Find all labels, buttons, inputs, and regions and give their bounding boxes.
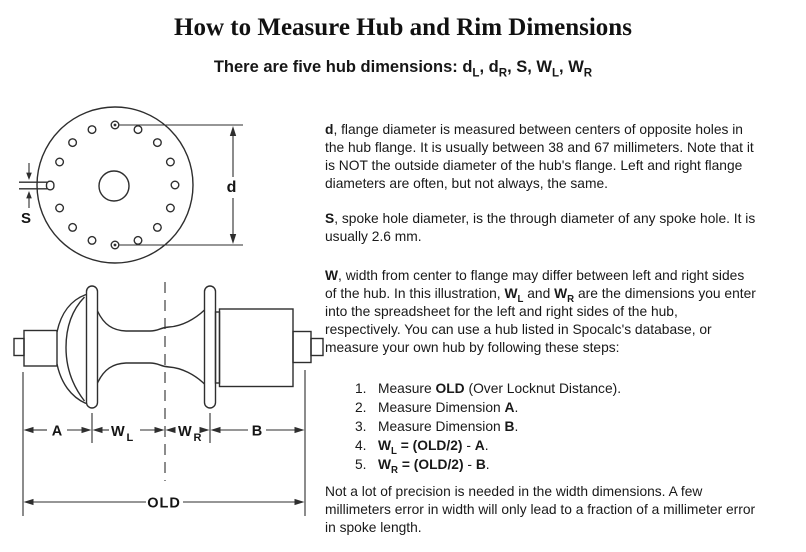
label-wr: W	[178, 424, 192, 440]
paragraph-width: W, width from center to flange may diffe…	[325, 268, 756, 355]
step-number: 2.	[355, 400, 367, 415]
label-b: B	[252, 424, 262, 440]
page-subtitle: There are five hub dimensions: dL, dR, S…	[213, 58, 593, 80]
list-item: 5. WR = (OLD/2) - B.	[325, 455, 803, 476]
label-a: A	[52, 424, 63, 440]
paragraph-precision-note: Not a lot of precision is needed in the …	[325, 484, 756, 535]
dimension-line-a-wl-wr-b: A W L W R B	[23, 424, 305, 444]
measurement-steps-list: 1. Measure OLD (Over Locknut Distance). …	[325, 379, 803, 476]
list-item: 2. Measure Dimension A.	[325, 398, 803, 417]
hub-side-view-diagram: A W L W R B OLD	[13, 282, 324, 516]
freehub-body	[214, 308, 294, 388]
step-number: 1.	[355, 381, 367, 396]
hub-axle-and-locknuts	[13, 329, 324, 367]
label-old: OLD	[147, 496, 181, 512]
flange-outline	[36, 106, 194, 264]
axle-hole	[98, 170, 130, 202]
dimension-s: S	[21, 163, 32, 227]
label-d: d	[227, 179, 237, 196]
step-text: Measure Dimension A.	[378, 400, 519, 415]
step-text: WR = (OLD/2) - B.	[378, 457, 490, 476]
spoke-hole-section	[19, 180, 55, 191]
label-wl-sub: L	[127, 432, 134, 444]
hub-shell	[56, 293, 205, 405]
step-number: 3.	[355, 419, 367, 434]
spoke-holes	[55, 120, 180, 250]
label-s: S	[21, 210, 31, 227]
step-text: Measure Dimension B.	[378, 419, 519, 434]
step-number: 5.	[355, 457, 367, 472]
step-text: WL = (OLD/2) - A.	[378, 438, 489, 457]
page-title: How to Measure Hub and Rim Dimensions	[174, 14, 632, 41]
text-column: d, flange diameter is measured between c…	[325, 121, 803, 537]
label-wr-sub: R	[194, 432, 202, 444]
step-text: Measure OLD (Over Locknut Distance).	[378, 381, 622, 396]
paragraph-spoke-hole-diameter: S, spoke hole diameter, is the through d…	[325, 211, 756, 244]
list-item: 1. Measure OLD (Over Locknut Distance).	[325, 379, 803, 398]
hub-flanges	[85, 285, 217, 409]
paragraph-flange-diameter: d, flange diameter is measured between c…	[325, 122, 754, 191]
dimension-d: d	[119, 124, 243, 246]
label-wl: W	[111, 424, 125, 440]
step-number: 4.	[355, 438, 367, 453]
hub-flange-front-view-diagram: S d	[19, 106, 243, 264]
dimension-line-old: OLD	[23, 496, 305, 512]
list-item: 4. WL = (OLD/2) - A.	[325, 436, 803, 457]
extension-lines	[22, 370, 306, 516]
list-item: 3. Measure Dimension B.	[325, 417, 803, 436]
